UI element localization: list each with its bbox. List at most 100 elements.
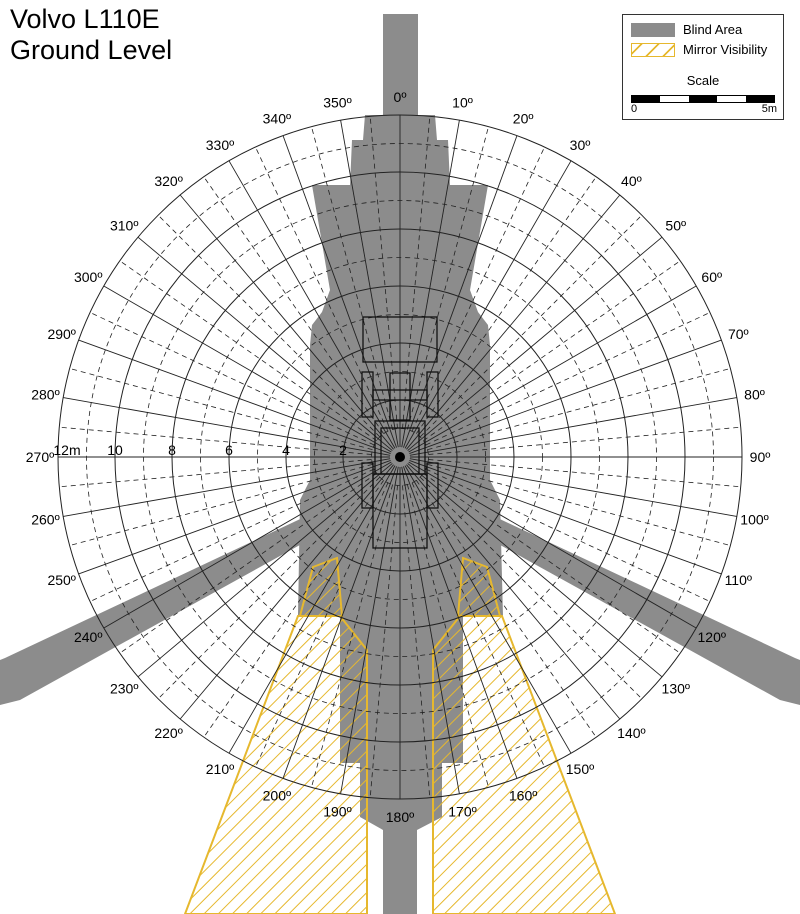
scale-bar [631,95,775,103]
spoke-260 [63,458,391,517]
spoke-255 [69,463,373,546]
spoke-30 [404,160,572,449]
spoke-335 [255,146,389,432]
spoke-125 [423,473,681,654]
polar-grid [57,114,743,800]
spoke-290 [78,339,391,455]
spoke-320 [179,194,394,450]
spoke-230 [137,463,393,678]
ring-label-12: 12m [53,442,80,458]
angle-label-120: 120º [698,629,726,645]
front-frame-outline [389,372,411,421]
angle-label-240: 240º [74,629,102,645]
angle-label-80: 80º [744,386,765,402]
viewpoint-marker [395,452,405,462]
angle-label-50: 50º [665,218,686,234]
angle-label-220: 220º [154,725,182,741]
spoke-190 [340,466,399,794]
angle-label-160: 160º [509,787,537,803]
spoke-185 [369,485,398,798]
angle-label-260: 260º [31,512,59,528]
spoke-165 [406,484,489,788]
angle-label-300: 300º [74,269,102,285]
angle-label-290: 290º [47,326,75,342]
spoke-110 [409,459,722,575]
spoke-35 [416,176,597,434]
spoke-225 [157,476,381,700]
spoke-305 [119,260,377,441]
scale-end: 5m [761,103,777,115]
spoke-155 [411,482,545,768]
angle-label-190: 190º [323,804,351,820]
spoke-245 [89,468,375,602]
angle-label-180: 180º [386,809,414,825]
spoke-285 [69,368,373,451]
legend: Blind Area Mirror Visibility Scale 0 5m [622,14,784,120]
spoke-295 [89,312,375,446]
angle-label-90: 90º [750,449,771,465]
spoke-145 [416,480,597,738]
spoke-170 [401,466,460,794]
spoke-210 [228,465,396,754]
spoke-75 [427,368,731,451]
spoke-65 [425,312,711,446]
spoke-135 [419,476,643,700]
spoke-350 [340,120,399,448]
angle-label-280: 280º [31,386,59,402]
angle-label-0: 0º [394,89,407,105]
angle-label-70: 70º [728,326,749,342]
rear-body-outline [372,473,428,549]
angle-label-20: 20º [513,111,534,127]
angle-label-200: 200º [263,787,291,803]
angle-label-110: 110º [725,572,752,588]
angle-label-330: 330º [206,137,234,153]
legend-blind-area: Blind Area [683,22,743,37]
spoke-100 [409,458,737,517]
angle-label-270: 270º [26,449,54,465]
spoke-140 [406,464,621,720]
spoke-325 [203,176,384,434]
front-right-wheel [426,371,439,418]
spoke-315 [157,214,381,438]
spoke-205 [255,482,389,768]
blind-area-swatch [631,23,675,37]
scale-title: Scale [686,73,720,88]
spoke-115 [425,468,711,602]
angle-label-10: 10º [452,94,473,110]
spoke-215 [203,480,384,738]
title-line-2: Ground Level [10,35,173,65]
spoke-355 [369,116,398,429]
angle-label-100: 100º [740,512,768,528]
blind-area-left-arm [0,505,345,705]
spoke-340 [282,135,398,448]
blind-area-right-arm [455,505,800,705]
spoke-200 [282,466,398,779]
vehicle-outline [361,316,439,549]
spoke-5 [402,116,431,429]
spoke-20 [402,135,518,448]
spoke-10 [401,120,460,448]
bucket-outline [362,316,438,363]
angle-label-210: 210º [206,761,234,777]
spoke-15 [406,126,489,430]
angle-label-320: 320º [154,173,182,189]
spoke-300 [103,285,392,453]
spoke-95 [428,459,741,488]
spoke-280 [63,397,391,456]
scale-start: 0 [631,103,638,115]
spoke-25 [411,146,545,432]
ring-label-6: 6 [225,442,233,458]
title-line-1: Volvo L110E [10,4,160,34]
angle-label-140: 140º [617,725,645,741]
ring-label-10: 10 [107,442,123,458]
spoke-235 [119,473,377,654]
spoke-240 [103,461,392,629]
spoke-120 [408,461,697,629]
angle-label-230: 230º [110,680,138,696]
angle-label-350: 350º [323,94,351,110]
angle-label-250: 250º [47,572,75,588]
angle-label-340: 340º [263,111,291,127]
ring-label-4: 4 [282,442,290,458]
angle-label-310: 310º [110,218,138,234]
